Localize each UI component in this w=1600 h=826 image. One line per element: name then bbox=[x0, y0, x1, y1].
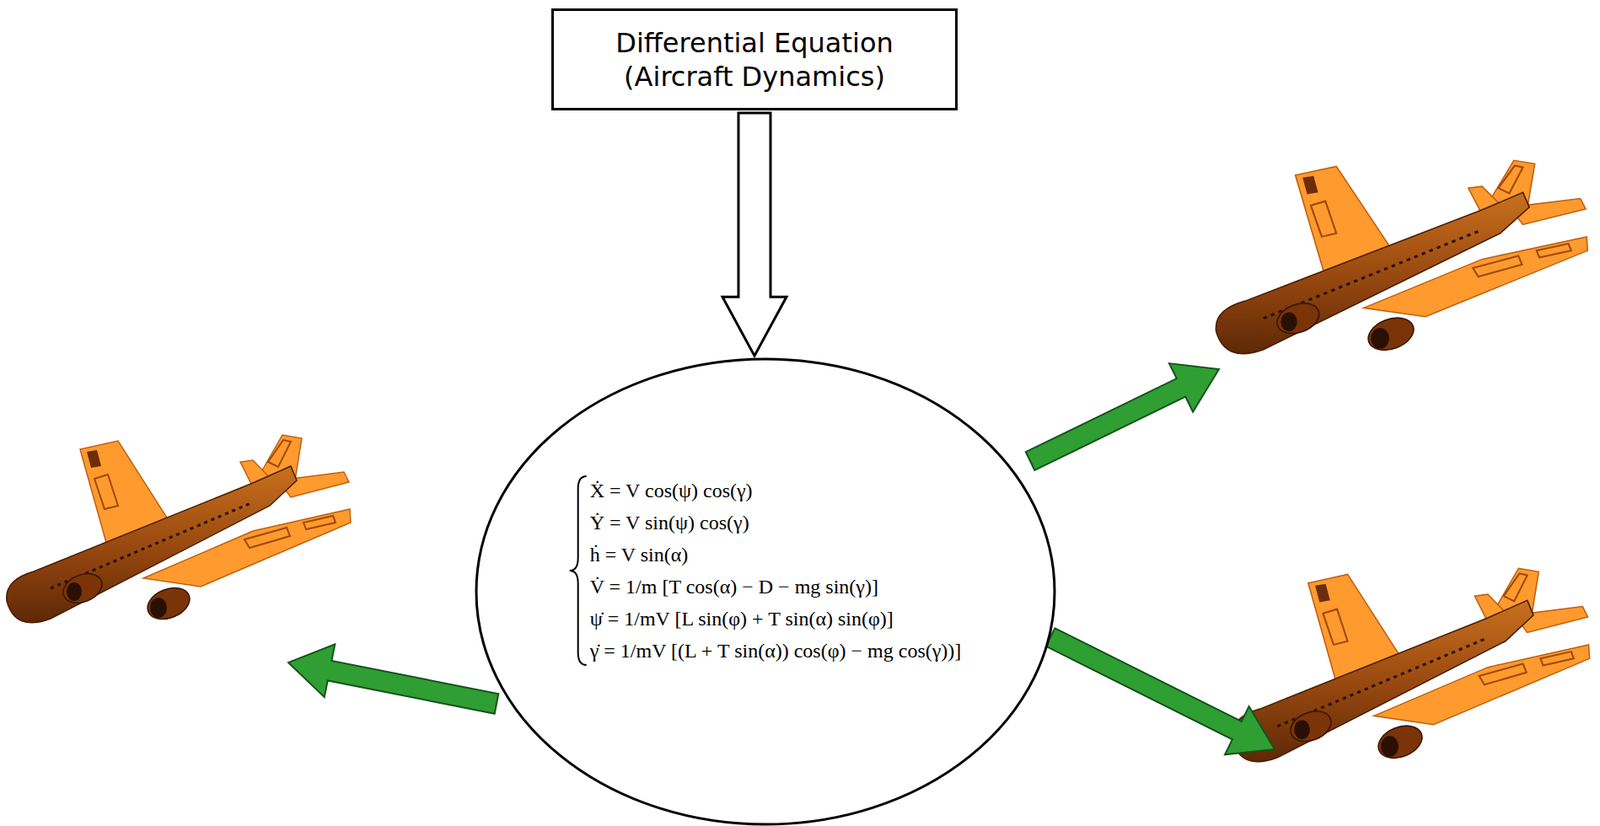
equation-ellipse: Ẋ = V cos(ψ) cos(γ)Ẏ = V sin(ψ) cos(γ)ḣ … bbox=[474, 357, 1057, 826]
airplane bbox=[1215, 160, 1588, 356]
title-box: Differential Equation (Aircraft Dynamics… bbox=[551, 8, 958, 111]
airplane bbox=[6, 434, 351, 626]
equation: ψ̇ = 1/mV [L sin(φ) + T sin(α) sin(φ)] bbox=[590, 602, 962, 635]
ellipse-shape bbox=[476, 359, 1055, 825]
equation: γ̇ = 1/mV [(L + T sin(α)) cos(φ) − mg co… bbox=[590, 634, 962, 667]
green-arrow bbox=[1025, 363, 1219, 471]
equation: Ẏ = V sin(ψ) cos(γ) bbox=[590, 506, 962, 539]
brace bbox=[569, 476, 587, 666]
box-label: Differential Equation (Aircraft Dynamics… bbox=[553, 14, 956, 106]
green-arrow bbox=[1046, 628, 1275, 755]
equation-system: Ẋ = V cos(ψ) cos(γ)Ẏ = V sin(ψ) cos(γ)ḣ … bbox=[590, 474, 962, 667]
equation: Ẋ = V cos(ψ) cos(γ) bbox=[590, 474, 962, 507]
equation: ḣ = V sin(α) bbox=[590, 538, 962, 571]
equation: V̇ = 1/m [T cos(α) − D − mg sin(γ)] bbox=[590, 570, 962, 603]
block-arrow bbox=[722, 112, 787, 356]
green-arrow bbox=[288, 644, 499, 715]
airplane bbox=[1231, 568, 1590, 764]
